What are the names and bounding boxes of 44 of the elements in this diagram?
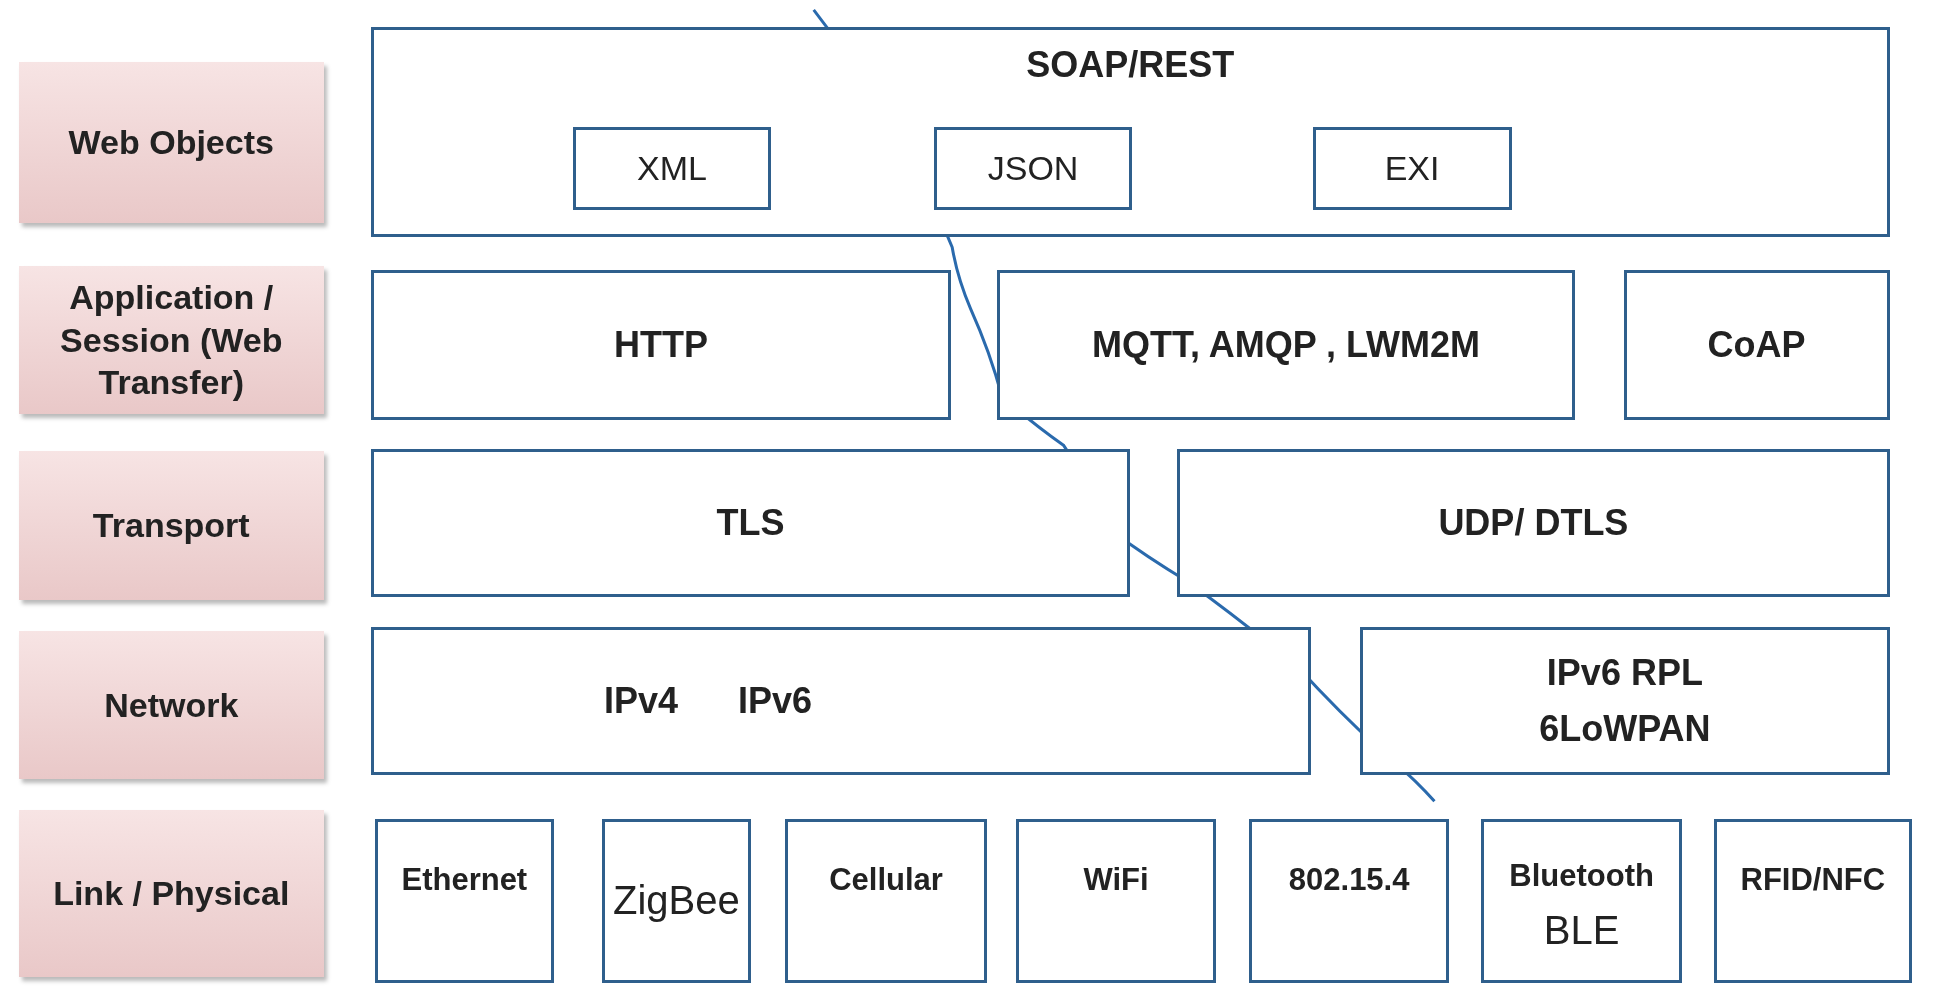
protocol-box [1312, 126, 1512, 210]
protocol-box [785, 818, 987, 984]
protocol-name: SOAP/REST [1026, 44, 1235, 87]
layer-label: Application / Session (Web Transfer) [18, 265, 324, 415]
protocol-name: WiFi [1083, 861, 1149, 898]
protocol-box [1713, 818, 1912, 984]
protocol-box [1248, 818, 1450, 984]
protocol-name: IPv6 RPL [1546, 652, 1703, 695]
protocol-box [934, 126, 1132, 210]
protocol-box [1481, 818, 1682, 984]
protocol-name: BLE [1543, 907, 1620, 953]
protocol-name: RFID/NFC [1740, 861, 1886, 898]
protocol-name: TLS [716, 502, 785, 545]
protocol-name: CoAP [1707, 324, 1806, 366]
protocol-box [1623, 269, 1890, 421]
protocol-name: Bluetooth [1509, 857, 1654, 894]
protocol-box [370, 626, 1311, 776]
protocol-box [370, 269, 951, 421]
protocol-name: EXI [1384, 148, 1440, 188]
protocol-box [374, 818, 554, 984]
protocol-name: IPv6 [738, 680, 813, 723]
protocol-name: JSON [987, 148, 1079, 188]
protocol-box [1360, 626, 1890, 776]
layer-label: Transport [18, 451, 324, 600]
protocol-box [573, 126, 771, 210]
protocol-box [996, 269, 1576, 421]
protocol-name: ZigBee [613, 878, 740, 924]
protocol-box [1016, 818, 1216, 984]
layer-label: Link / Physical [18, 809, 324, 977]
protocol-name: 6LoWPAN [1539, 708, 1711, 751]
protocol-name: MQTT, AMQP , LWM2M [1092, 324, 1481, 366]
protocol-name: Ethernet [401, 861, 528, 898]
layer-label: Network [18, 630, 324, 780]
protocol-box [1177, 448, 1890, 598]
layer-label: Web Objects [18, 61, 324, 223]
protocol-name: HTTP [613, 324, 708, 366]
protocol-name: XML [637, 148, 707, 188]
protocol-name: 802.15.4 [1288, 861, 1410, 898]
protocol-name: Cellular [829, 861, 943, 898]
protocol-box [602, 818, 751, 984]
protocol-name: IPv4 [603, 680, 679, 723]
protocol-box [370, 27, 1890, 238]
protocol-name: UDP/ DTLS [1438, 502, 1629, 545]
protocol-box [370, 448, 1131, 598]
